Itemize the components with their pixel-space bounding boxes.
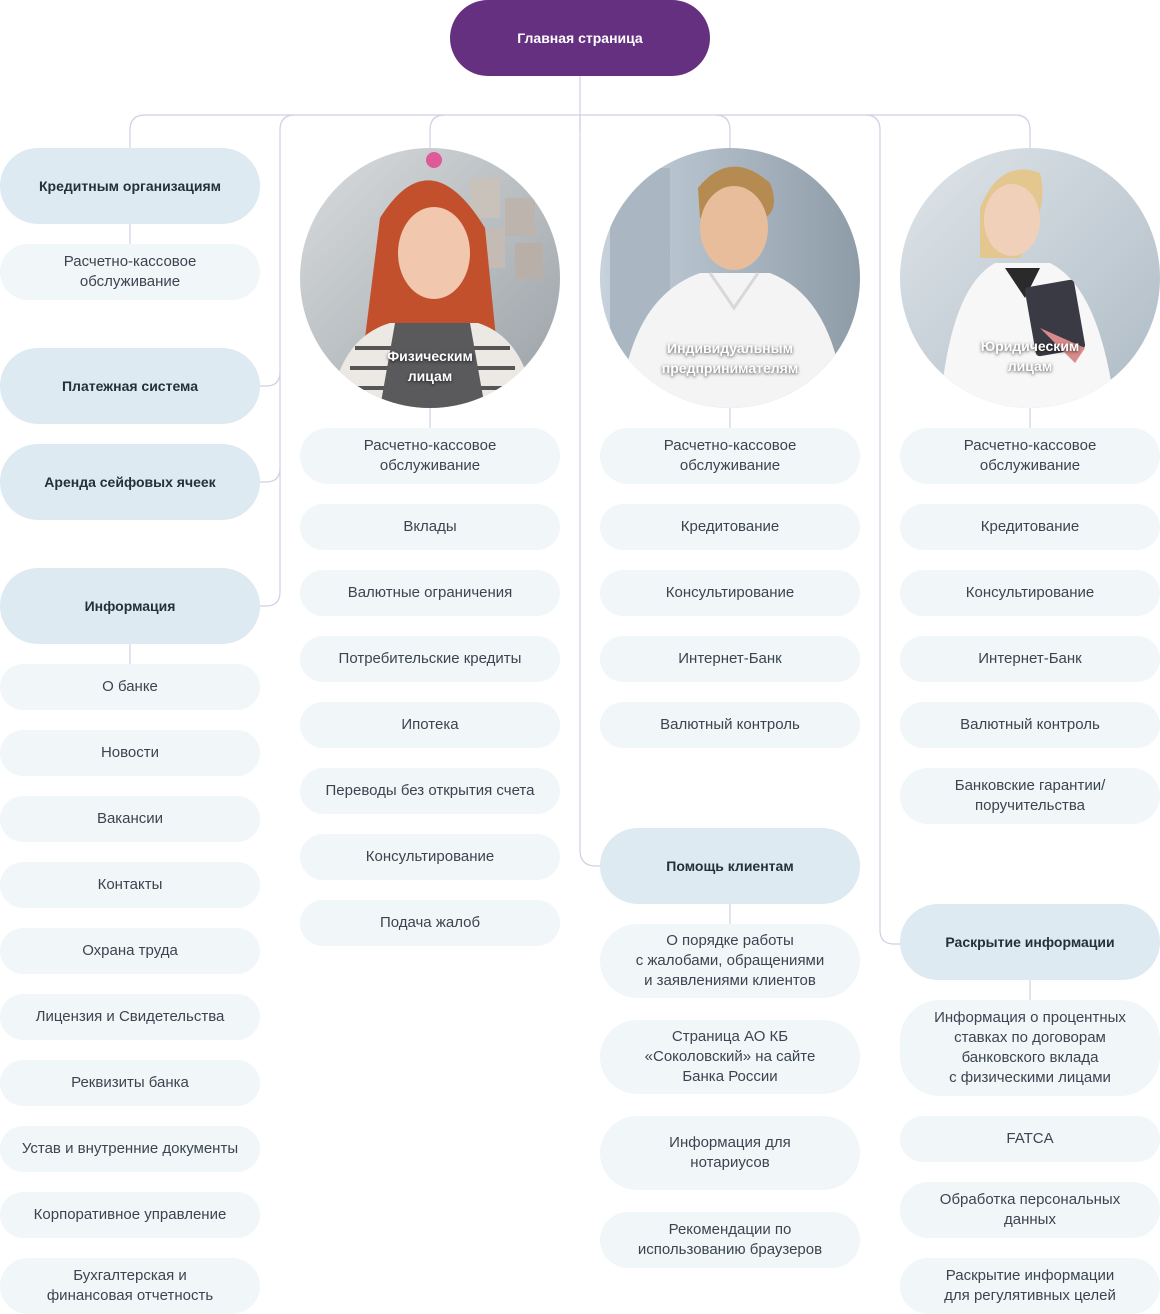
legal-entities-item[interactable]: Расчетно-кассовое обслуживание [900, 428, 1160, 484]
information-item[interactable]: О банке [0, 664, 260, 710]
safe-rental-category[interactable]: Аренда сейфовых ячеек [0, 444, 260, 520]
information-item[interactable]: Бухгалтерская и финансовая отчетность [0, 1258, 260, 1314]
individuals-item[interactable]: Подача жалоб [300, 900, 560, 946]
legal-entities-item[interactable]: Кредитование [900, 504, 1160, 550]
information-item[interactable]: Корпоративное управление [0, 1192, 260, 1238]
legal-entities-photo-node[interactable]: Юридическим лицам [900, 148, 1160, 408]
disclosure-item[interactable]: Обработка персональных данных [900, 1182, 1160, 1238]
information-category[interactable]: Информация [0, 568, 260, 644]
payment-system-category[interactable]: Платежная система [0, 348, 260, 424]
entrepreneurs-item[interactable]: Валютный контроль [600, 702, 860, 748]
disclosure-item[interactable]: Раскрытие информации для регулятивных це… [900, 1258, 1160, 1314]
individuals-item[interactable]: Ипотека [300, 702, 560, 748]
individuals-item[interactable]: Потребительские кредиты [300, 636, 560, 682]
entrepreneurs-item[interactable]: Интернет-Банк [600, 636, 860, 682]
client-help-item[interactable]: Информация для нотариусов [600, 1116, 860, 1190]
individuals-item[interactable]: Расчетно-кассовое обслуживание [300, 428, 560, 484]
credit-orgs-category[interactable]: Кредитным организациям [0, 148, 260, 224]
information-item[interactable]: Реквизиты банка [0, 1060, 260, 1106]
woman-blouse-folder-photo-icon [900, 148, 1160, 408]
client-help-item[interactable]: Страница АО КБ «Соколовский» на сайте Ба… [600, 1020, 860, 1094]
information-item[interactable]: Новости [0, 730, 260, 776]
woman-red-hair-apron-photo-icon [300, 148, 560, 408]
individuals-item[interactable]: Переводы без открытия счета [300, 768, 560, 814]
individuals-item[interactable]: Вклады [300, 504, 560, 550]
entrepreneurs-item[interactable]: Кредитование [600, 504, 860, 550]
information-item[interactable]: Лицензия и Свидетельства [0, 994, 260, 1040]
legal-entities-item[interactable]: Интернет-Банк [900, 636, 1160, 682]
information-item[interactable]: Вакансии [0, 796, 260, 842]
credit-orgs-item[interactable]: Расчетно-кассовое обслуживание [0, 244, 260, 300]
individuals-item[interactable]: Валютные ограничения [300, 570, 560, 616]
information-item[interactable]: Контакты [0, 862, 260, 908]
individuals-title: Физическим лицам [387, 348, 473, 384]
entrepreneurs-title: Индивидуальным предпринимателям [661, 340, 799, 376]
information-item[interactable]: Устав и внутренние документы [0, 1126, 260, 1172]
entrepreneurs-photo-node[interactable]: Индивидуальным предпринимателям [600, 148, 860, 408]
client-help-item[interactable]: О порядке работы с жалобами, обращениями… [600, 924, 860, 998]
legal-entities-item[interactable]: Валютный контроль [900, 702, 1160, 748]
legal-entities-item[interactable]: Банковские гарантии/ поручительства [900, 768, 1160, 824]
home-page-node[interactable]: Главная страница [450, 0, 710, 76]
disclosure-item[interactable]: FATCA [900, 1116, 1160, 1162]
client-help-item[interactable]: Рекомендации по использованию браузеров [600, 1212, 860, 1268]
entrepreneurs-item[interactable]: Расчетно-кассовое обслуживание [600, 428, 860, 484]
legal-entities-item[interactable]: Консультирование [900, 570, 1160, 616]
individuals-item[interactable]: Консультирование [300, 834, 560, 880]
client-help-category[interactable]: Помощь клиентам [600, 828, 860, 904]
disclosure-item[interactable]: Информация о процентных ставках по догов… [900, 1000, 1160, 1096]
information-item[interactable]: Охрана труда [0, 928, 260, 974]
legal-entities-title: Юридическим лицам [980, 338, 1080, 374]
disclosure-category[interactable]: Раскрытие информации [900, 904, 1160, 980]
man-white-shirt-photo-icon [600, 148, 860, 408]
individuals-photo-node[interactable]: Физическим лицам [300, 148, 560, 408]
entrepreneurs-item[interactable]: Консультирование [600, 570, 860, 616]
